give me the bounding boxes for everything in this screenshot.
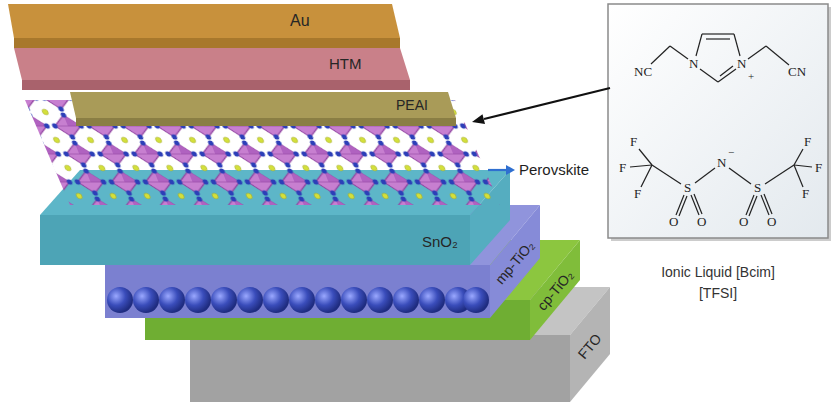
layer-band: SnO₂ [418, 232, 462, 252]
atom-label: + [748, 70, 754, 82]
label-holder: F [802, 187, 809, 201]
atom-label: N [717, 156, 726, 170]
atom-label: O [697, 215, 706, 229]
layer-band: cp-TiO₂ [531, 263, 581, 317]
layer-band: PEAI [392, 96, 432, 115]
atom-label: N [737, 57, 746, 71]
atom-label: F [804, 135, 811, 149]
atom-label: NC [634, 65, 652, 79]
label-holder: O [767, 215, 776, 229]
label-holder: S [754, 181, 761, 195]
atom-label: CN [788, 65, 806, 79]
label-holder: F [815, 161, 822, 175]
label-holder: N [689, 57, 698, 71]
label-holder: N [737, 57, 746, 71]
atom-label: − [728, 146, 734, 158]
layer-band: Au [286, 11, 314, 32]
atom-label: S [684, 181, 691, 195]
layer-name: FTO [574, 330, 604, 362]
structure-panel: Ionic Liquid [Bcim][TFSI] [608, 4, 828, 238]
label-holder: F [630, 135, 637, 149]
layer-band: FTO [571, 327, 609, 367]
panel-caption: Ionic Liquid [Bcim][TFSI] [660, 262, 776, 304]
layer-name: cp-TiO₂ [534, 267, 577, 313]
callout-label: Perovskite [519, 162, 589, 179]
atom-label: O [669, 215, 678, 229]
atom-label: N [689, 57, 698, 71]
atom-label: F [630, 135, 637, 149]
atom-label: F [815, 161, 822, 175]
atom-label: O [739, 215, 748, 229]
label-holder: F [634, 187, 641, 201]
layer-name: mp-TiO₂ [492, 237, 538, 287]
label-holder: O [669, 215, 678, 229]
layer-name: PEAI [396, 97, 428, 113]
label-holder: F [804, 135, 811, 149]
label-holder: CN [788, 65, 806, 79]
label-holder: N [717, 156, 726, 170]
atom-label: F [802, 187, 809, 201]
label-holder: O [697, 215, 706, 229]
layer-name: Au [290, 12, 310, 30]
layer-band: mp-TiO₂ [488, 233, 541, 291]
atom-label: S [754, 181, 761, 195]
label-holder: O [739, 215, 748, 229]
layer-name: HTM [329, 55, 362, 72]
layer-band: HTM [325, 54, 366, 74]
label-holder: + [748, 70, 754, 82]
label-holder: − [728, 146, 734, 158]
atom-label: F [619, 161, 626, 175]
label-holder: NC [634, 65, 652, 79]
atom-label: O [767, 215, 776, 229]
label-holder: F [619, 161, 626, 175]
layer-name: SnO₂ [422, 233, 458, 250]
label-holder: Perovskite [519, 162, 589, 179]
label-holder: S [684, 181, 691, 195]
atom-label: F [634, 187, 641, 201]
